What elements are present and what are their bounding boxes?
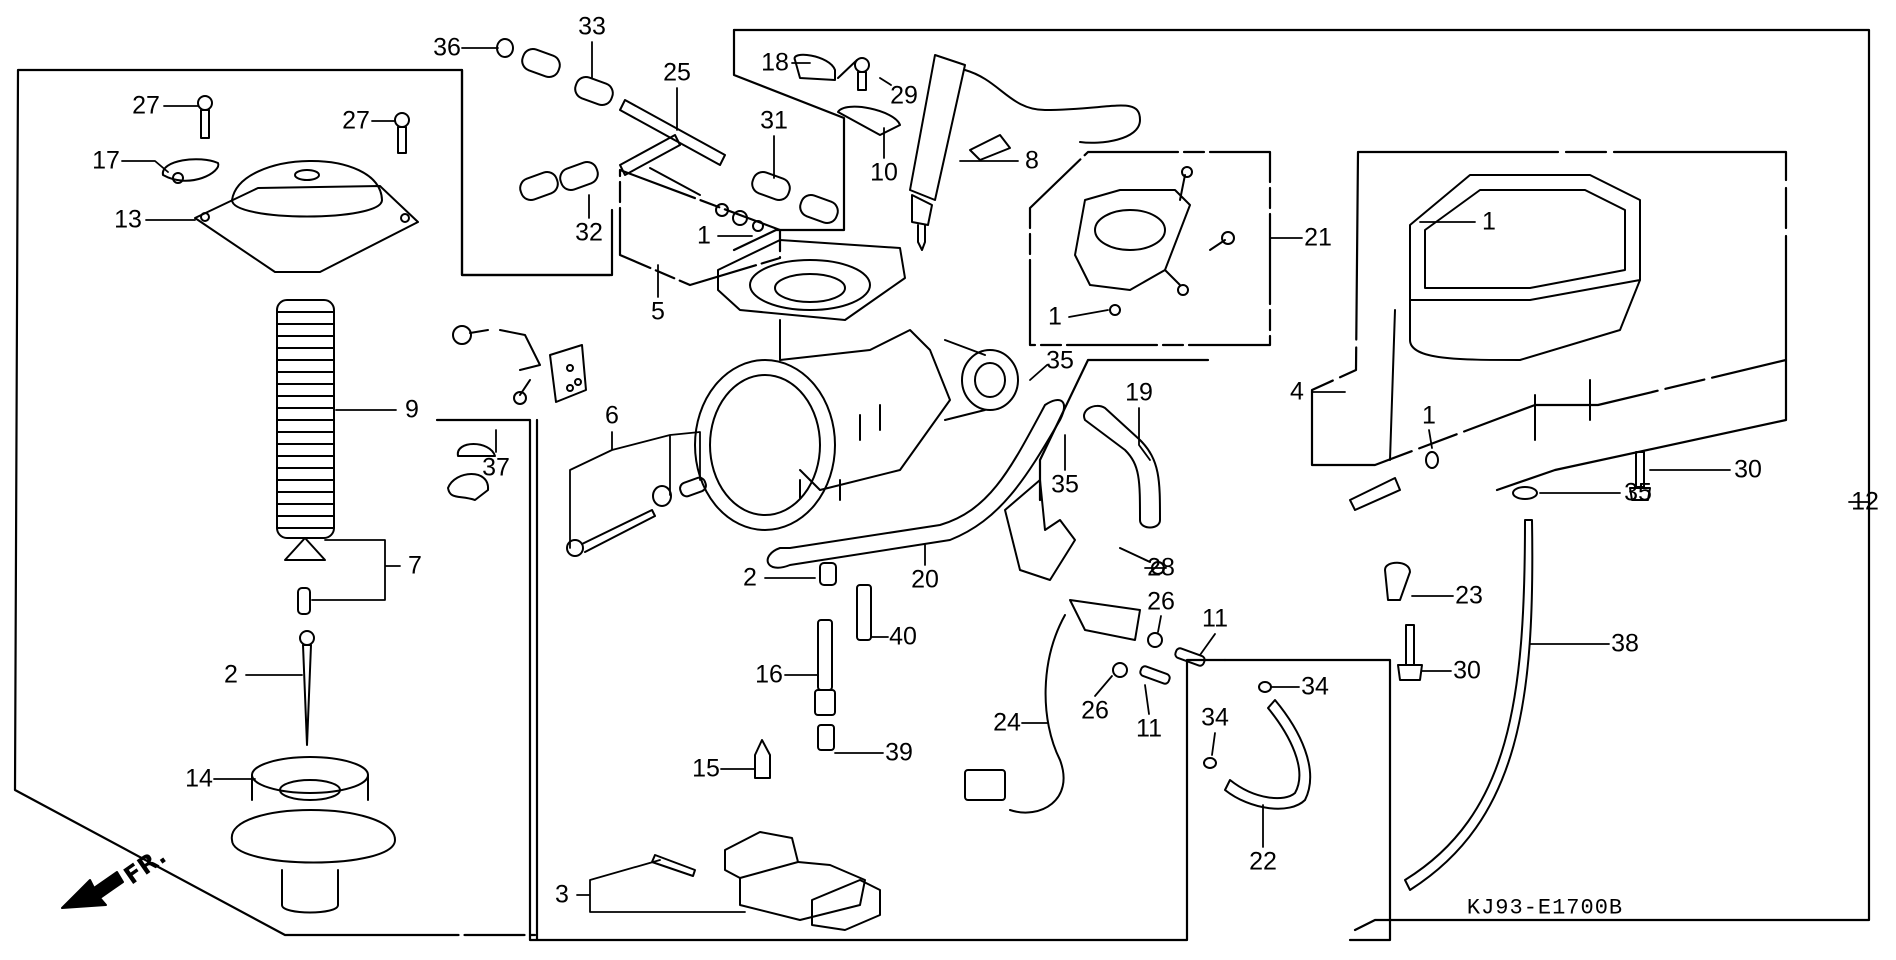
callout-28[interactable]: 28 bbox=[1147, 553, 1175, 582]
callout-20[interactable]: 20 bbox=[911, 565, 939, 594]
jet-needle-2 bbox=[299, 630, 315, 746]
screw-30-b bbox=[1397, 624, 1423, 681]
chamber-cover-part bbox=[194, 160, 419, 273]
callout-22[interactable]: 22 bbox=[1249, 847, 1277, 876]
callout-39[interactable]: 39 bbox=[885, 738, 913, 767]
callout-32[interactable]: 32 bbox=[575, 218, 603, 247]
bracket-part bbox=[452, 325, 587, 405]
callout-37[interactable]: 37 bbox=[482, 453, 510, 482]
callout-19[interactable]: 19 bbox=[1125, 378, 1153, 407]
spring-9 bbox=[276, 299, 335, 539]
callout-26-b[interactable]: 26 bbox=[1081, 696, 1109, 725]
heater-24 bbox=[964, 599, 1141, 814]
callout-10[interactable]: 10 bbox=[870, 158, 898, 187]
callout-26-a[interactable]: 26 bbox=[1147, 587, 1175, 616]
callout-16[interactable]: 16 bbox=[755, 660, 783, 689]
callout-6[interactable]: 6 bbox=[605, 401, 619, 430]
vacuum-piston-14 bbox=[230, 756, 396, 914]
callout-4[interactable]: 4 bbox=[1290, 377, 1304, 406]
clip-35-c bbox=[1512, 486, 1538, 500]
pump-21 bbox=[1074, 166, 1235, 316]
screw-30-a bbox=[1629, 451, 1651, 501]
callout-24[interactable]: 24 bbox=[993, 708, 1021, 737]
callout-5[interactable]: 5 bbox=[651, 297, 665, 326]
frame-float-chamber bbox=[1310, 150, 1788, 467]
clamp-37 bbox=[447, 443, 496, 501]
tube-pieces bbox=[496, 38, 839, 232]
callout-18[interactable]: 18 bbox=[761, 48, 789, 77]
callout-1-a[interactable]: 1 bbox=[697, 221, 711, 250]
callout-2-b[interactable]: 2 bbox=[224, 660, 238, 689]
callout-29[interactable]: 29 bbox=[890, 81, 918, 110]
callout-21[interactable]: 21 bbox=[1304, 223, 1332, 252]
frame-hose-group bbox=[1223, 658, 1392, 942]
callout-13[interactable]: 13 bbox=[114, 205, 142, 234]
frame-jets-group bbox=[435, 418, 1227, 942]
callout-33[interactable]: 33 bbox=[578, 12, 606, 41]
callout-35-a[interactable]: 35 bbox=[1046, 346, 1074, 375]
callout-35-b[interactable]: 35 bbox=[1051, 470, 1079, 499]
clips-34 bbox=[1203, 681, 1272, 769]
callout-38[interactable]: 38 bbox=[1611, 629, 1639, 658]
callout-23[interactable]: 23 bbox=[1455, 581, 1483, 610]
hose-19 bbox=[1083, 404, 1161, 529]
callout-30-a[interactable]: 30 bbox=[1734, 455, 1762, 484]
frame-tube-group bbox=[460, 68, 614, 277]
callout-35-c[interactable]: 35 bbox=[1624, 478, 1652, 507]
frame-left-group bbox=[13, 68, 612, 937]
screws-11 bbox=[1139, 647, 1206, 685]
callout-34-a[interactable]: 34 bbox=[1301, 672, 1329, 701]
diagram-code: KJ93-E1700B bbox=[1466, 895, 1624, 921]
thermo-valve-part bbox=[793, 53, 1141, 251]
callout-40[interactable]: 40 bbox=[889, 622, 917, 651]
callout-27-b[interactable]: 27 bbox=[342, 106, 370, 135]
callout-11-a[interactable]: 11 bbox=[1202, 604, 1228, 633]
front-arrow-icon bbox=[61, 871, 124, 909]
callout-15[interactable]: 15 bbox=[692, 754, 720, 783]
callout-1-c[interactable]: 1 bbox=[1482, 207, 1496, 236]
callout-34-b[interactable]: 34 bbox=[1201, 703, 1229, 732]
hose-22 bbox=[1224, 699, 1312, 810]
parts bbox=[61, 38, 1651, 931]
screw-27-b bbox=[394, 112, 410, 154]
callout-2-a[interactable]: 2 bbox=[743, 563, 757, 592]
carburetor-body-part bbox=[694, 239, 1019, 531]
float-chamber-4 bbox=[1349, 174, 1641, 511]
drain-tube-38 bbox=[1404, 519, 1534, 891]
frame-top-line bbox=[732, 28, 1871, 932]
group-frames bbox=[13, 28, 1871, 942]
jets-part bbox=[754, 562, 872, 779]
callout-3[interactable]: 3 bbox=[555, 880, 569, 909]
frame-12-line bbox=[1495, 358, 1788, 492]
frame-pump-group bbox=[1028, 150, 1272, 347]
callout-1-d[interactable]: 1 bbox=[1422, 401, 1436, 430]
clamp-23 bbox=[1384, 561, 1411, 601]
washers-26 bbox=[1112, 632, 1163, 678]
callout-9[interactable]: 9 bbox=[405, 395, 419, 424]
needle-holder-7 bbox=[284, 537, 326, 615]
callout-12[interactable]: 12 bbox=[1851, 487, 1879, 516]
callout-25[interactable]: 25 bbox=[663, 58, 691, 87]
callout-1-b[interactable]: 1 bbox=[1048, 302, 1062, 331]
float-3 bbox=[651, 831, 881, 931]
callout-36[interactable]: 36 bbox=[433, 33, 461, 62]
frame-thermo-group bbox=[732, 28, 846, 252]
frame-screw-set bbox=[618, 168, 782, 287]
callout-8[interactable]: 8 bbox=[1025, 146, 1039, 175]
callout-31[interactable]: 31 bbox=[760, 106, 788, 135]
callout-27-a[interactable]: 27 bbox=[132, 91, 160, 120]
stay-17 bbox=[161, 158, 220, 184]
callout-11-b[interactable]: 11 bbox=[1136, 714, 1162, 743]
throttle-stop-part bbox=[566, 476, 707, 557]
callout-7[interactable]: 7 bbox=[408, 551, 422, 580]
screw-27-a bbox=[197, 95, 213, 139]
hose-20 bbox=[766, 399, 1065, 569]
callout-30-b[interactable]: 30 bbox=[1453, 656, 1481, 685]
leader-lines bbox=[121, 41, 1870, 913]
callout-14[interactable]: 14 bbox=[185, 764, 213, 793]
callout-17[interactable]: 17 bbox=[92, 146, 120, 175]
